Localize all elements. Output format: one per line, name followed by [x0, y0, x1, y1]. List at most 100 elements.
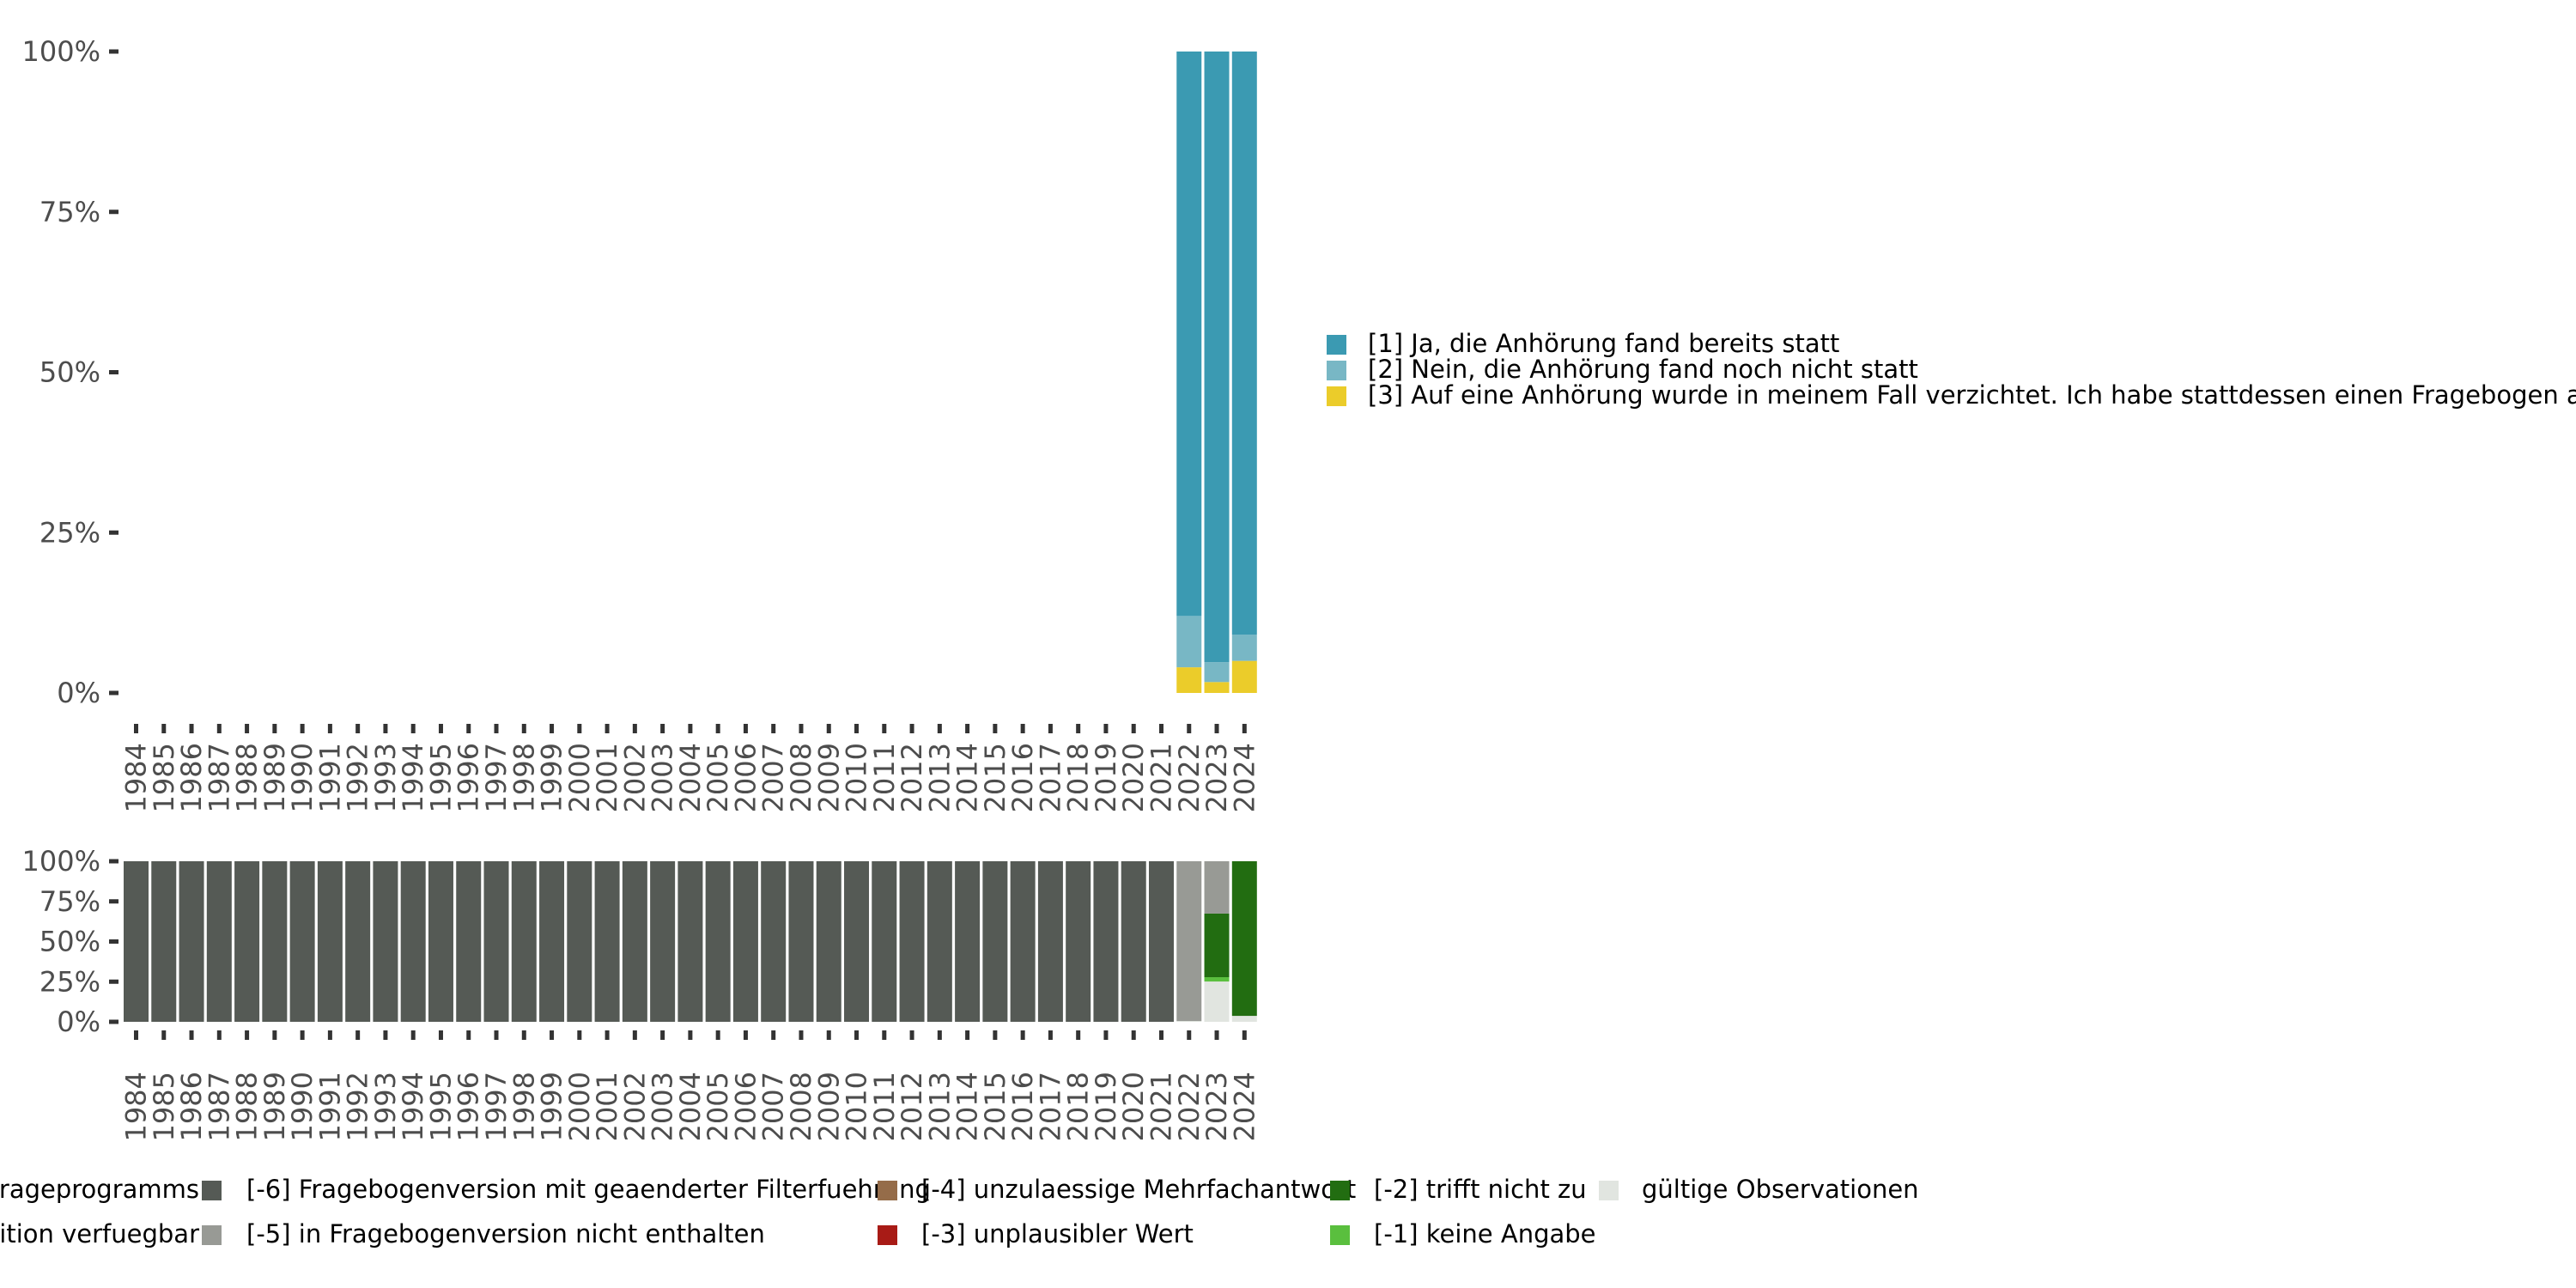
- x-tick-label: 1991: [313, 1072, 346, 1141]
- x-tick-mark: [327, 724, 332, 733]
- x-tick-mark: [715, 724, 720, 733]
- x-tick-label: 2009: [812, 1072, 845, 1141]
- x-tick-label: 2001: [591, 743, 623, 812]
- x-tick-label: 2016: [1006, 1072, 1039, 1141]
- x-tick-label: 2011: [868, 1072, 901, 1141]
- x-tick-mark: [216, 1030, 222, 1040]
- bar-segment-2023: [1204, 52, 1230, 663]
- x-tick-mark: [494, 1030, 499, 1040]
- x-tick-label: 1995: [424, 1072, 457, 1141]
- x-tick-mark: [909, 1030, 914, 1040]
- x-tick-mark: [216, 724, 222, 733]
- bar-segment-2024: [1231, 861, 1257, 1017]
- bar-segment-1984: [124, 861, 149, 1022]
- bar-segment-2015: [982, 861, 1008, 1022]
- bar-segment-2001: [594, 861, 620, 1022]
- x-tick-mark: [300, 1030, 305, 1040]
- x-tick-label: 2008: [785, 743, 817, 812]
- bar-segment-2020: [1121, 861, 1146, 1022]
- legend-label: Frageprogramms: [0, 1175, 199, 1204]
- legend-swatch: [1599, 1181, 1619, 1200]
- legend-label: [1] Ja, die Anhörung fand bereits statt: [1368, 329, 1839, 358]
- y-tick-mark: [109, 49, 118, 54]
- bar-segment-1985: [151, 861, 177, 1022]
- y-tick-label: 25%: [39, 516, 100, 549]
- x-tick-mark: [632, 1030, 637, 1040]
- legend-swatch: [202, 1181, 222, 1200]
- x-tick-mark: [466, 1030, 471, 1040]
- legend-label: [-1] keine Angabe: [1374, 1219, 1596, 1249]
- legend-swatch: [1327, 361, 1346, 380]
- bar-segment-1994: [400, 861, 426, 1022]
- x-tick-mark: [355, 724, 361, 733]
- x-tick-label: 2013: [923, 743, 956, 812]
- bar-segment-1987: [206, 861, 232, 1022]
- bar-segment-2017: [1037, 861, 1063, 1022]
- x-tick-label: 2005: [702, 743, 734, 812]
- x-tick-label: 1999: [536, 1072, 568, 1141]
- bar-segment-1992: [345, 861, 371, 1022]
- y-tick-mark: [109, 530, 118, 535]
- x-tick-label: 2016: [1006, 743, 1039, 812]
- x-tick-mark: [937, 1030, 942, 1040]
- x-tick-mark: [743, 724, 748, 733]
- x-tick-mark: [383, 1030, 388, 1040]
- bar-segment-1989: [262, 861, 288, 1022]
- x-tick-label: 2012: [896, 1072, 928, 1141]
- x-tick-mark: [410, 1030, 416, 1040]
- bar-segment-2002: [622, 861, 647, 1022]
- x-tick-mark: [1020, 1030, 1025, 1040]
- x-tick-mark: [1242, 724, 1247, 733]
- bar-segment-1996: [456, 861, 482, 1022]
- y-tick-mark: [109, 899, 118, 904]
- legend-label: dition verfuegbar: [0, 1219, 199, 1249]
- x-tick-mark: [438, 1030, 443, 1040]
- bar-segment-2024: [1231, 660, 1257, 693]
- x-tick-label: 2018: [1062, 743, 1095, 812]
- x-tick-mark: [771, 724, 776, 733]
- x-tick-mark: [854, 724, 860, 733]
- x-tick-label: 1984: [120, 1072, 153, 1141]
- bar-segment-2012: [899, 861, 925, 1022]
- y-tick-label: 75%: [39, 196, 100, 228]
- x-tick-mark: [993, 1030, 998, 1040]
- x-tick-label: 1990: [286, 743, 319, 812]
- x-tick-label: 2000: [563, 1072, 596, 1141]
- legend-label: [-5] in Fragebogenversion nicht enthalte…: [246, 1219, 765, 1249]
- bottom-chart: 0%25%50%75%100%1984198519861987198819891…: [22, 845, 1261, 1141]
- bar-segment-2005: [705, 861, 731, 1022]
- x-tick-mark: [1131, 724, 1136, 733]
- x-tick-mark: [245, 1030, 250, 1040]
- x-tick-label: 2006: [729, 743, 762, 812]
- x-tick-mark: [494, 724, 499, 733]
- y-tick-label: 100%: [22, 845, 100, 878]
- bar-segment-2004: [677, 861, 703, 1022]
- x-tick-label: 1988: [231, 1072, 264, 1141]
- bar-segment-1999: [539, 861, 565, 1022]
- bar-segment-2023: [1204, 662, 1230, 683]
- bar-segment-2022: [1176, 52, 1202, 617]
- x-tick-label: 2007: [757, 743, 790, 812]
- x-tick-label: 2014: [951, 1072, 984, 1141]
- bar-segment-2022: [1176, 667, 1202, 693]
- x-tick-label: 2006: [729, 1072, 762, 1141]
- x-tick-mark: [577, 1030, 582, 1040]
- legend-swatch: [1330, 1225, 1350, 1245]
- x-tick-mark: [1048, 724, 1053, 733]
- legend-swatch: [878, 1181, 897, 1200]
- legend-label: [-2] trifft nicht zu: [1374, 1175, 1587, 1204]
- x-tick-label: 2002: [618, 1072, 651, 1141]
- bar-segment-1995: [428, 861, 453, 1022]
- x-tick-label: 1988: [231, 743, 264, 812]
- bar-segment-2021: [1148, 861, 1174, 1022]
- bar-segment-2013: [927, 861, 952, 1022]
- x-tick-label: 2021: [1145, 1072, 1177, 1141]
- x-tick-mark: [854, 1030, 860, 1040]
- x-tick-label: 2003: [647, 1072, 679, 1141]
- bar-segment-2008: [788, 861, 814, 1022]
- x-tick-mark: [688, 724, 693, 733]
- x-tick-mark: [965, 1030, 970, 1040]
- x-tick-mark: [826, 1030, 831, 1040]
- legend-label: [-4] unzulaessige Mehrfachantwort: [921, 1175, 1356, 1204]
